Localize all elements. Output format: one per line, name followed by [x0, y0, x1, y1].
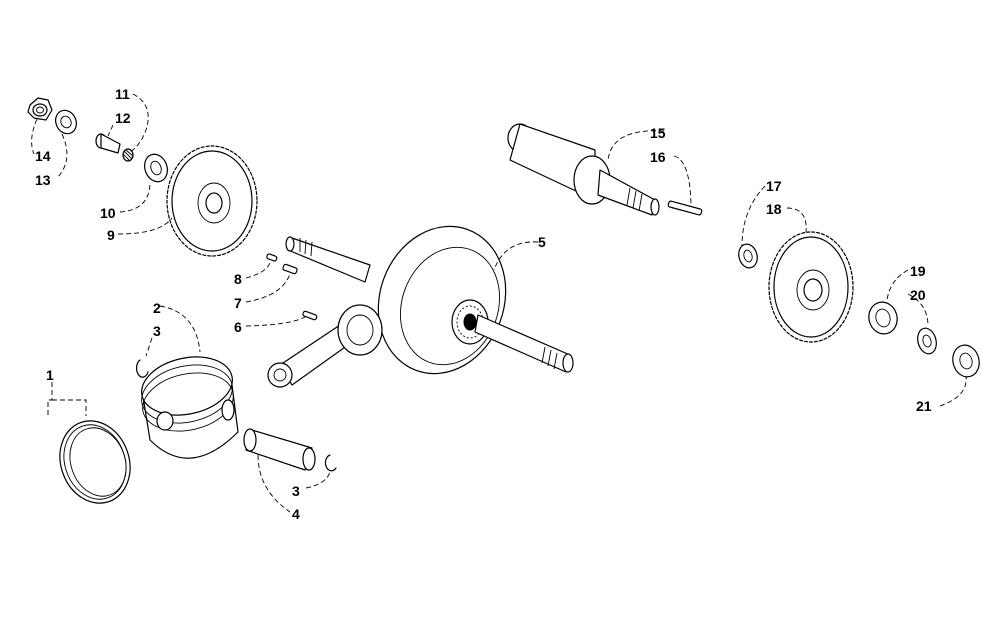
- part-idle-gear-9: [166, 145, 258, 257]
- part-pin-12: [95, 133, 121, 154]
- callout-7: 7: [234, 295, 242, 311]
- callout-6: 6: [234, 319, 242, 335]
- callout-19: 19: [910, 263, 926, 279]
- callout-16: 16: [650, 149, 666, 165]
- part-washer-10: [144, 153, 168, 183]
- part-needle-bearing-11: [122, 148, 134, 162]
- leader-lines: [31, 93, 967, 513]
- part-washer-13: [55, 109, 77, 135]
- part-key-6: [302, 310, 318, 321]
- callout-11: 11: [115, 86, 130, 102]
- part-circlip-3-upper: [135, 359, 149, 378]
- callout-21: 21: [916, 398, 932, 414]
- part-piston-2: [141, 356, 239, 459]
- callout-10: 10: [100, 205, 116, 221]
- part-key-16: [667, 200, 703, 216]
- part-key-8: [266, 253, 278, 262]
- part-hex-nut-14: [27, 97, 53, 121]
- part-crankshaft-5: [267, 225, 574, 388]
- callout-4: 4: [292, 506, 300, 522]
- callout-15: 15: [650, 125, 666, 141]
- callout-3-upper: 3: [153, 323, 161, 339]
- callout-labels: 1 2 3 3 4 5 6 7 8 9 10 11 12 13 14 15 16…: [35, 86, 932, 522]
- callout-1: 1: [46, 367, 54, 383]
- part-piston-rings-1: [59, 420, 131, 504]
- part-piston-pin-4: [243, 428, 316, 471]
- callout-18: 18: [766, 201, 782, 217]
- part-collar-19: [868, 301, 898, 335]
- part-washer-20: [917, 327, 937, 355]
- callout-20: 20: [910, 287, 926, 303]
- callout-5: 5: [538, 234, 546, 250]
- part-nut-21: [952, 344, 980, 378]
- part-circlip-3-lower: [324, 454, 337, 472]
- callout-8: 8: [234, 271, 242, 287]
- part-driven-gear-18: [768, 231, 854, 343]
- part-key-7: [282, 263, 298, 275]
- callout-9: 9: [107, 227, 115, 243]
- callout-2: 2: [153, 300, 161, 316]
- part-balancer-shaft-15: [507, 123, 660, 216]
- callout-17: 17: [766, 178, 782, 194]
- callout-13: 13: [35, 172, 51, 188]
- callout-14: 14: [35, 148, 51, 164]
- callout-12: 12: [115, 110, 131, 126]
- callout-3-lower: 3: [292, 483, 300, 499]
- part-washer-17: [738, 243, 758, 269]
